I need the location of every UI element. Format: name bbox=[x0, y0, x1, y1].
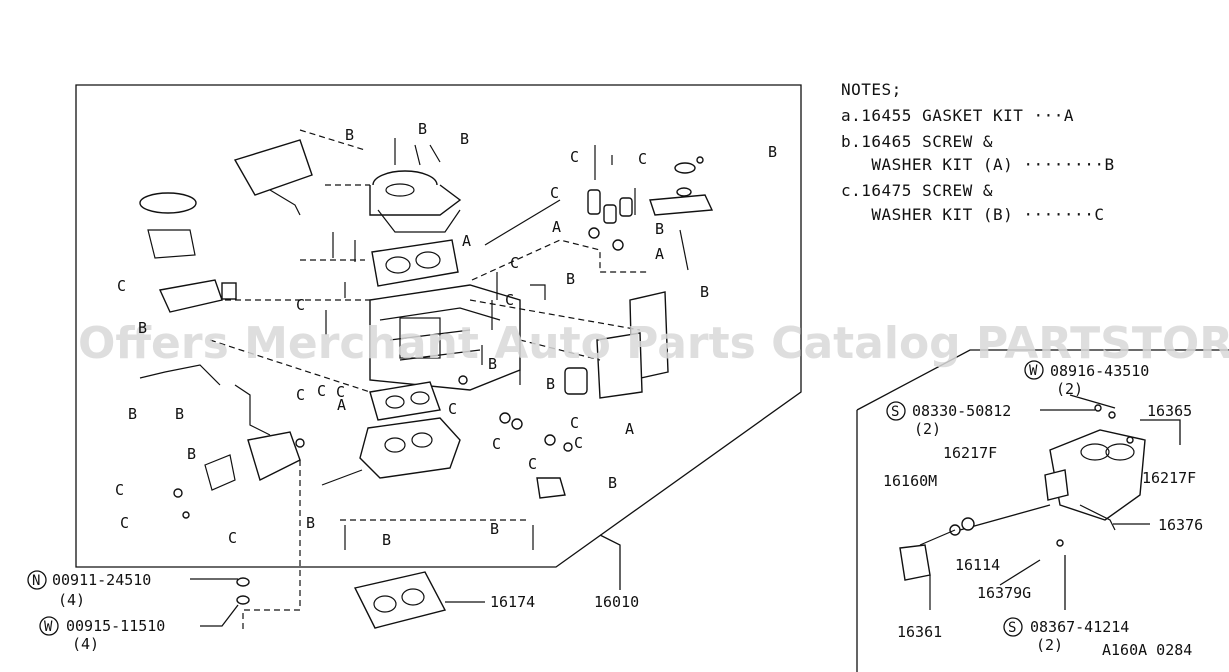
callout-c: C bbox=[574, 434, 583, 452]
washer-prefix: W bbox=[44, 619, 53, 635]
callout-b: B bbox=[700, 283, 709, 301]
inset-washer-prefix: W bbox=[1029, 363, 1038, 379]
figure-code: A160A 0284 bbox=[1102, 641, 1192, 659]
inset-screw2-prefix: S bbox=[1008, 620, 1016, 636]
callout-c: C bbox=[570, 148, 579, 166]
callout-b: B bbox=[306, 514, 315, 532]
main-part-labels: N 00911-24510 (4) W 00915-11510 (4) 1617… bbox=[27, 570, 639, 653]
inset-16376: 16376 bbox=[1158, 516, 1203, 534]
callout-c: C bbox=[115, 481, 124, 499]
callout-a: A bbox=[552, 218, 561, 236]
callout-b: B bbox=[460, 130, 469, 148]
callout-c: C bbox=[448, 400, 457, 418]
parts-artwork bbox=[139, 138, 714, 629]
watermark: Offers Merchant Auto Parts Catalog PARTS… bbox=[78, 318, 1229, 369]
inset-16114: 16114 bbox=[955, 556, 1000, 574]
inset-16217f-right: 16217F bbox=[1142, 469, 1196, 487]
callout-c: C bbox=[528, 455, 537, 473]
callout-b: B bbox=[608, 474, 617, 492]
inset-screw1-number: 08330-50812 bbox=[912, 402, 1011, 420]
callout-b: B bbox=[345, 126, 354, 144]
nut-prefix: N bbox=[32, 573, 40, 589]
inset-16365: 16365 bbox=[1147, 402, 1192, 420]
inset-parts-artwork bbox=[899, 404, 1146, 610]
callout-a: A bbox=[655, 245, 664, 263]
callout-a: A bbox=[462, 232, 471, 250]
callout-c: C bbox=[492, 435, 501, 453]
inset-screw1-prefix: S bbox=[891, 404, 899, 420]
assembly-dashed-lines bbox=[209, 129, 650, 630]
callout-b: B bbox=[768, 143, 777, 161]
callout-b: B bbox=[655, 220, 664, 238]
callout-b: B bbox=[128, 405, 137, 423]
assembly-part-number: 16010 bbox=[594, 593, 639, 611]
callout-c: C bbox=[570, 414, 579, 432]
callout-c: C bbox=[296, 296, 305, 314]
note-b-1: b.16465 SCREW & bbox=[841, 132, 993, 151]
callout-b: B bbox=[138, 319, 147, 337]
inset-part-labels: W 08916-43510 (2) S 08330-50812 (2) 1636… bbox=[883, 360, 1203, 654]
callout-a: A bbox=[625, 420, 634, 438]
inset-screw2-qty: (2) bbox=[1036, 636, 1063, 654]
inset-washer-qty: (2) bbox=[1056, 380, 1083, 398]
nut-qty: (4) bbox=[58, 591, 85, 609]
inset-screw1-qty: (2) bbox=[914, 420, 941, 438]
callout-b: B bbox=[382, 531, 391, 549]
callout-c: C bbox=[550, 184, 559, 202]
leader-lines bbox=[190, 394, 1181, 627]
callout-b: B bbox=[187, 445, 196, 463]
callout-c: C bbox=[228, 529, 237, 547]
callout-b: B bbox=[418, 120, 427, 138]
washer-qty: (4) bbox=[72, 635, 99, 653]
callout-b: B bbox=[546, 375, 555, 393]
callout-b: B bbox=[488, 355, 497, 373]
inset-16361: 16361 bbox=[897, 623, 942, 641]
inset-16379g: 16379G bbox=[977, 584, 1031, 602]
callout-c: C bbox=[505, 291, 514, 309]
inset-16160m: 16160M bbox=[883, 472, 937, 490]
gasket-part-number: 16174 bbox=[490, 593, 535, 611]
callout-c: C bbox=[117, 277, 126, 295]
note-a: a.16455 GASKET KIT ···A bbox=[841, 106, 1074, 125]
inset-16217f-left: 16217F bbox=[943, 444, 997, 462]
note-c-1: c.16475 SCREW & bbox=[841, 181, 993, 200]
callout-b: B bbox=[175, 405, 184, 423]
washer-part-number: 00915-11510 bbox=[66, 617, 165, 635]
letter-callouts: B B B A C C C B A B A C B C B C B C B B … bbox=[115, 120, 777, 549]
callout-b: B bbox=[490, 520, 499, 538]
note-c-2: WASHER KIT (B) ·······C bbox=[841, 205, 1104, 224]
nut-part-number: 00911-24510 bbox=[52, 571, 151, 589]
callout-c: C bbox=[317, 382, 326, 400]
notes-heading: NOTES; bbox=[841, 80, 902, 99]
inset-screw2-number: 08367-41214 bbox=[1030, 618, 1129, 636]
callout-a: A bbox=[337, 396, 346, 414]
callout-c: C bbox=[336, 383, 345, 401]
callout-c: C bbox=[638, 150, 647, 168]
inset-frame bbox=[856, 349, 1229, 672]
callout-c: C bbox=[296, 386, 305, 404]
inset-washer-number: 08916-43510 bbox=[1050, 362, 1149, 380]
callout-b: B bbox=[566, 270, 575, 288]
note-b-2: WASHER KIT (A) ········B bbox=[841, 155, 1115, 174]
main-frame bbox=[75, 84, 802, 568]
callout-c: C bbox=[120, 514, 129, 532]
callout-c: C bbox=[510, 254, 519, 272]
notes-block: NOTES; a.16455 GASKET KIT ···A b.16465 S… bbox=[841, 80, 1115, 224]
